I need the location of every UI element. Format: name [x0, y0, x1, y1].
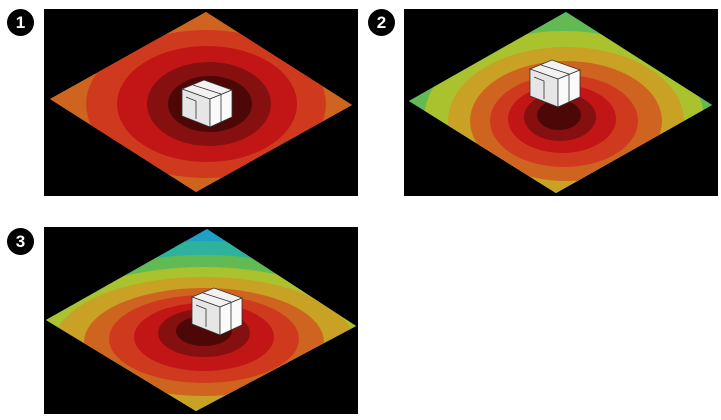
heatmap-panel-1 [44, 9, 358, 196]
heatmap-panel-3 [44, 227, 358, 414]
building-model-icon [528, 59, 582, 108]
panel-number-badge: 2 [368, 9, 395, 36]
panel-number-badge: 1 [7, 9, 34, 36]
building-model-icon [180, 79, 234, 128]
heatmap-panel-2 [404, 9, 718, 196]
building-model-icon [190, 287, 244, 336]
contour-band [537, 100, 581, 130]
panel-number-badge: 3 [7, 228, 34, 255]
